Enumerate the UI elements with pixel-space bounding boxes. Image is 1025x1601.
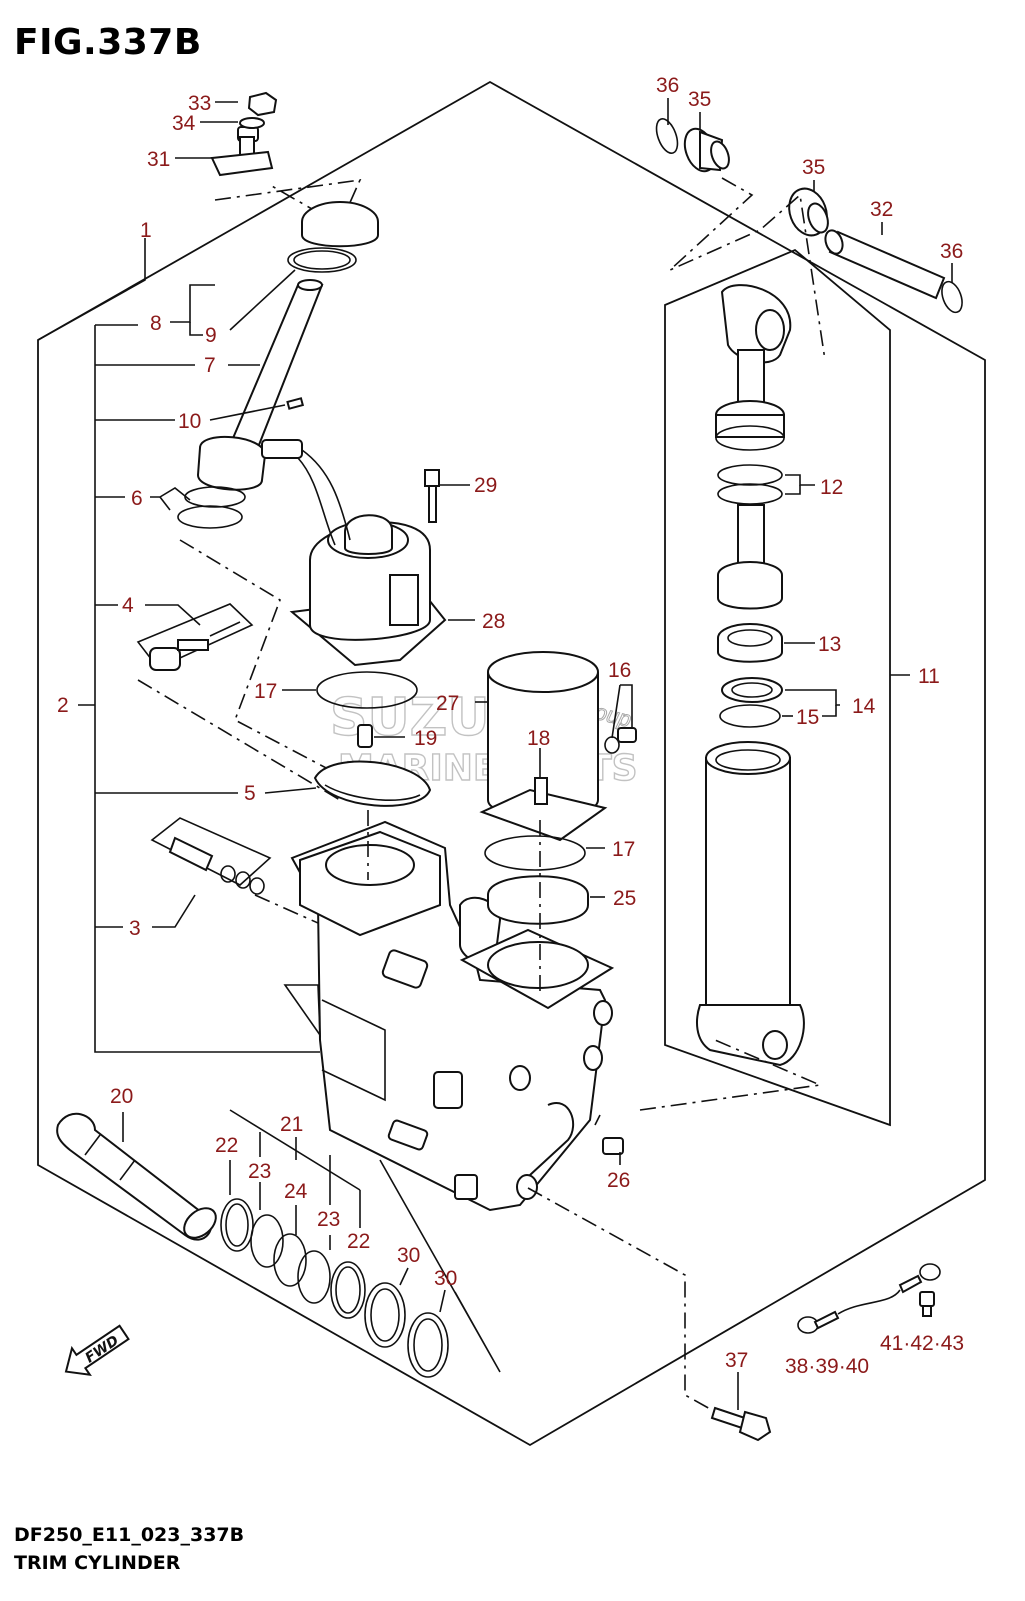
part-6-rings — [177, 435, 267, 529]
assembly-outline — [37, 80, 986, 1447]
part-12-rings — [717, 464, 783, 505]
part-20-shaft — [56, 1112, 217, 1241]
callout-31: 31 — [147, 148, 170, 171]
callout-12: 12 — [820, 476, 843, 499]
part-32-pin — [824, 229, 946, 300]
callout-7: 7 — [204, 354, 216, 377]
callout-5: 5 — [244, 782, 256, 805]
callout-15: 15 — [796, 706, 819, 729]
part-36-clip-a — [655, 118, 679, 154]
callout-35-left: 35 — [688, 88, 711, 111]
callout-23-left: 23 — [248, 1160, 271, 1183]
callout-38-39-40: 38·39·40 — [785, 1355, 869, 1378]
callout-30-right: 30 — [434, 1267, 457, 1290]
callout-6: 6 — [131, 487, 143, 510]
callout-30-left: 30 — [397, 1244, 420, 1267]
part-30-washers — [364, 1282, 449, 1378]
pointer-housing-lower — [379, 1159, 501, 1373]
figure-title: FIG.337B — [14, 22, 202, 63]
callout-27: 27 — [436, 692, 459, 715]
part-3-valve-box — [150, 817, 272, 895]
callout-22-right: 22 — [347, 1230, 370, 1253]
part-14-15-seals — [719, 677, 783, 728]
part-29-screw — [424, 469, 440, 523]
callout-2: 2 — [57, 694, 69, 717]
part-5-plate — [313, 760, 432, 807]
callout-18: 18 — [527, 727, 550, 750]
callout-33: 33 — [188, 92, 211, 115]
callout-34: 34 — [172, 112, 196, 135]
part-7-tube — [226, 279, 324, 457]
part-13-seal — [717, 623, 783, 663]
part-11-cylinder-body — [696, 741, 805, 1067]
figure-name: TRIM CYLINDER — [14, 1552, 181, 1574]
part-17-oring-upper — [316, 671, 418, 709]
callout-22-left: 22 — [215, 1134, 238, 1157]
callout-1: 1 — [140, 219, 152, 242]
part-19-plug — [357, 724, 373, 748]
callout-13: 13 — [818, 633, 841, 656]
callout-24: 24 — [284, 1180, 308, 1203]
callout-26: 26 — [607, 1169, 630, 1192]
parts-38-43-ground-wire — [797, 1263, 941, 1334]
part-33-nut — [247, 91, 278, 117]
callout-10: 10 — [178, 410, 201, 433]
pointer-housing — [283, 984, 321, 1038]
callout-3: 3 — [129, 917, 141, 940]
part-37-bolt — [710, 1406, 772, 1442]
callout-35-right: 35 — [802, 156, 825, 179]
part-35-bushing-a — [683, 127, 730, 173]
callout-17-upper: 17 — [254, 680, 277, 703]
leader-lines — [37, 98, 953, 1410]
callout-37: 37 — [725, 1349, 748, 1372]
part-36-clip-b — [941, 280, 963, 314]
callout-36-left: 36 — [656, 74, 679, 97]
part-16-plug — [604, 727, 637, 754]
part-28-motor — [261, 439, 447, 667]
part-35-bushing-b — [788, 187, 829, 237]
part-cap-top — [301, 201, 379, 248]
pump-housing — [290, 820, 615, 1212]
callout-28: 28 — [482, 610, 505, 633]
part-25-filter — [487, 875, 589, 925]
callout-20: 20 — [110, 1085, 133, 1108]
cylinder-subassembly-outline — [664, 248, 891, 1127]
callout-36-right: 36 — [940, 240, 963, 263]
part-27-reservoir — [479, 651, 608, 842]
callout-32: 32 — [870, 198, 893, 221]
callouts: 1 2 3 4 5 6 7 8 9 10 11 12 13 14 15 16 1… — [57, 74, 964, 1378]
callout-17-lower: 17 — [612, 838, 635, 861]
parts-21-24-rings — [220, 1198, 366, 1319]
callout-21: 21 — [280, 1113, 303, 1136]
part-4-valve-box — [136, 603, 254, 671]
callout-23-right: 23 — [317, 1208, 340, 1231]
part-26-bolt — [602, 1137, 624, 1155]
fwd-arrow: FWD — [64, 1324, 130, 1377]
part-17-oring-lower — [484, 835, 586, 871]
part-10-pin — [286, 397, 305, 410]
callout-16: 16 — [608, 659, 631, 682]
callout-9: 9 — [205, 324, 217, 347]
part-11-rod — [715, 284, 792, 610]
callout-25: 25 — [613, 887, 636, 910]
callout-41-42-43: 41·42·43 — [880, 1332, 964, 1355]
part-9-oring — [287, 247, 357, 273]
figure-code: DF250_E11_023_337B — [14, 1524, 245, 1546]
part-31-fitting — [210, 117, 274, 177]
callout-8: 8 — [150, 312, 162, 335]
callout-14: 14 — [852, 695, 876, 718]
callout-4: 4 — [122, 594, 134, 617]
callout-29: 29 — [474, 474, 497, 497]
callout-11: 11 — [918, 665, 940, 688]
callout-19: 19 — [414, 727, 437, 750]
